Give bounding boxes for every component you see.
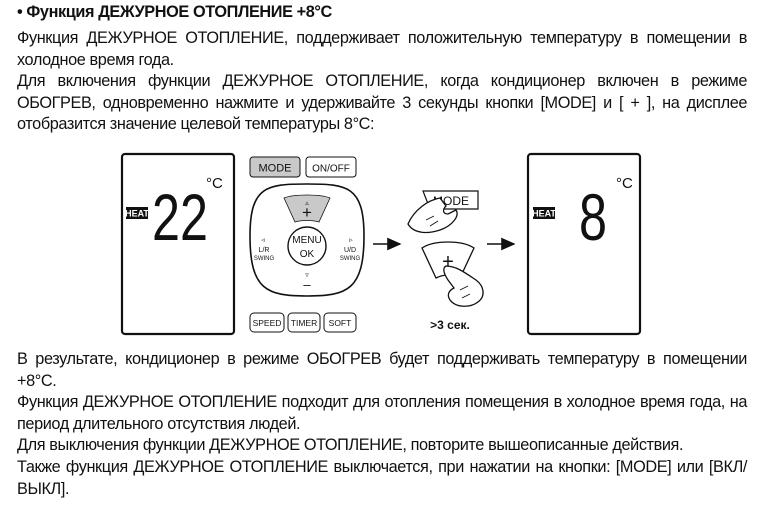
press-plus-illustration: + >3 сек. (421, 241, 484, 332)
temperature-before: 22 (152, 180, 208, 254)
lr-swing-label: SWING (254, 256, 275, 262)
unit-after: °C (616, 175, 633, 192)
down-arrow-icon: ▿ (305, 272, 309, 279)
unit-before: °C (206, 175, 223, 192)
soft-button[interactable]: SOFT (329, 318, 352, 328)
intro-text: Функция ДЕЖУРНОЕ ОТОПЛЕНИЕ, поддерживает… (17, 29, 747, 69)
display-before: HEAT 22 °C (120, 152, 236, 336)
ud-swing-label: SWING (340, 256, 361, 262)
result-paragraph-3: Для выключения функции ДЕЖУРНОЕ ОТОПЛЕНИ… (17, 436, 684, 455)
temperature-after: 8 (579, 180, 607, 254)
right-arrow-icon: ▹ (349, 237, 353, 244)
result-paragraph-2: Функция ДЕЖУРНОЕ ОТОПЛЕНИЕ подходит для … (17, 393, 747, 433)
display-after: HEAT 8 °C (526, 152, 642, 336)
mode-button[interactable]: MODE (259, 163, 292, 175)
hand-pointer-icon (443, 265, 484, 307)
ok-button[interactable]: OK (300, 249, 315, 260)
onoff-button[interactable]: ON/OFF (312, 164, 350, 175)
timer-button[interactable]: TIMER (291, 318, 317, 328)
result-paragraph-1: В результате, кондиционер в режиме ОБОГР… (17, 350, 747, 390)
press-mode-illustration: MODE (407, 190, 479, 234)
result-section: В результате, кондиционер в режиме ОБОГР… (17, 349, 747, 500)
remote-control: MODE ON/OFF ▵ + MENU OK ◃ L/R SWING ▹ U/… (249, 156, 365, 333)
section-heading: • Функция ДЕЖУРНОЕ ОТОПЛЕНИЕ +8°C (17, 3, 332, 21)
minus-button[interactable]: – (303, 277, 311, 292)
ud-swing-button[interactable]: U/D (344, 247, 356, 254)
plus-button[interactable]: + (302, 203, 312, 222)
result-paragraph-4: Также функция ДЕЖУРНОЕ ОТОПЛЕНИЕ выключа… (17, 457, 747, 498)
instruction-text: Для включения функции ДЕЖУРНОЕ ОТОПЛЕНИЕ… (17, 72, 747, 134)
pressed-plus-button: + (442, 251, 454, 273)
menu-button[interactable]: MENU (292, 235, 321, 246)
heat-label-before: HEAT (125, 209, 149, 219)
heat-label-after: HEAT (532, 209, 556, 219)
lr-swing-button[interactable]: L/R (259, 247, 270, 254)
activation-diagram: HEAT 22 °C MODE ON/OFF ▵ + MENU OK ◃ L/R… (110, 150, 650, 340)
left-arrow-icon: ◃ (261, 237, 265, 244)
hold-duration-label: >3 сек. (430, 318, 470, 332)
speed-button[interactable]: SPEED (253, 318, 282, 328)
intro-paragraph: Функция ДЕЖУРНОЕ ОТОПЛЕНИЕ, поддерживает… (17, 28, 747, 136)
up-arrow-icon: ▵ (305, 200, 309, 207)
hand-pointer-icon (407, 197, 458, 234)
